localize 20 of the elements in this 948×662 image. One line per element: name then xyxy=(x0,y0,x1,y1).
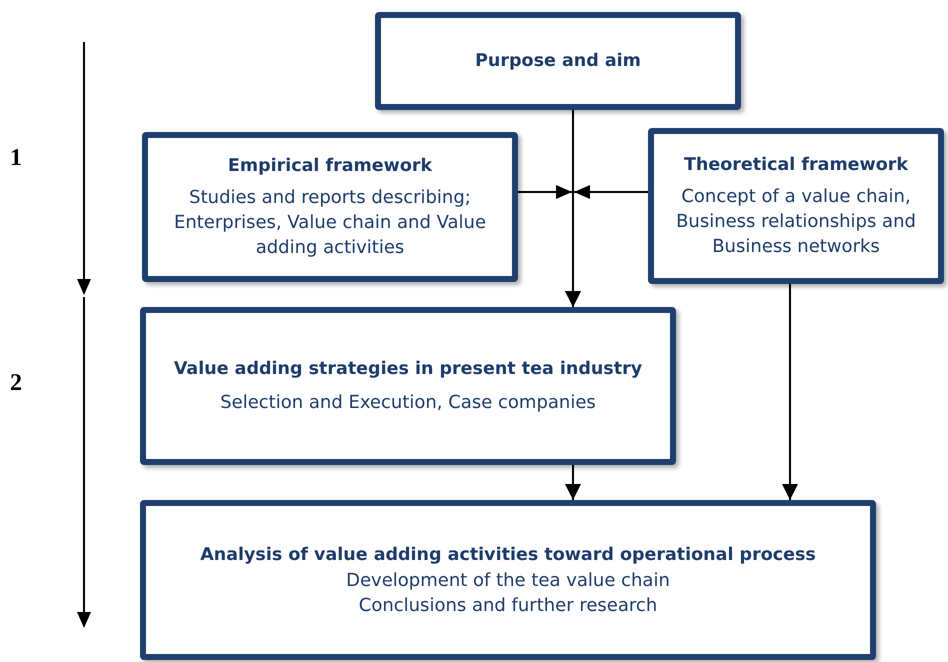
process-box xyxy=(648,128,944,284)
process-box xyxy=(140,500,876,660)
box-text: Conclusions and further research xyxy=(358,594,658,618)
box-heading: Analysis of value adding activities toward operational process xyxy=(200,544,816,566)
box-heading: Value adding strategies in present tea industry xyxy=(174,358,642,381)
arrow xyxy=(565,465,581,500)
process-box xyxy=(375,12,741,110)
step-number: 2 xyxy=(10,370,22,397)
arrow xyxy=(565,185,648,307)
step-number: 1 xyxy=(10,145,22,172)
box-heading: Theoretical framework xyxy=(684,154,908,177)
process-box xyxy=(140,307,676,465)
process-box xyxy=(142,132,518,282)
box-heading: Empirical framework xyxy=(228,155,432,178)
box-heading: Purpose and aim xyxy=(475,50,641,72)
box-text: Concept of a value chain, Business relationships and Business networks xyxy=(675,185,917,259)
box-text: Studies and reports describing; Enterprises, Value chain and Value adding activities xyxy=(172,186,488,260)
box-text: Development of the tea value chain xyxy=(346,568,670,592)
arrow xyxy=(782,284,798,500)
box-text: Selection and Execution, Case companies xyxy=(220,391,596,415)
